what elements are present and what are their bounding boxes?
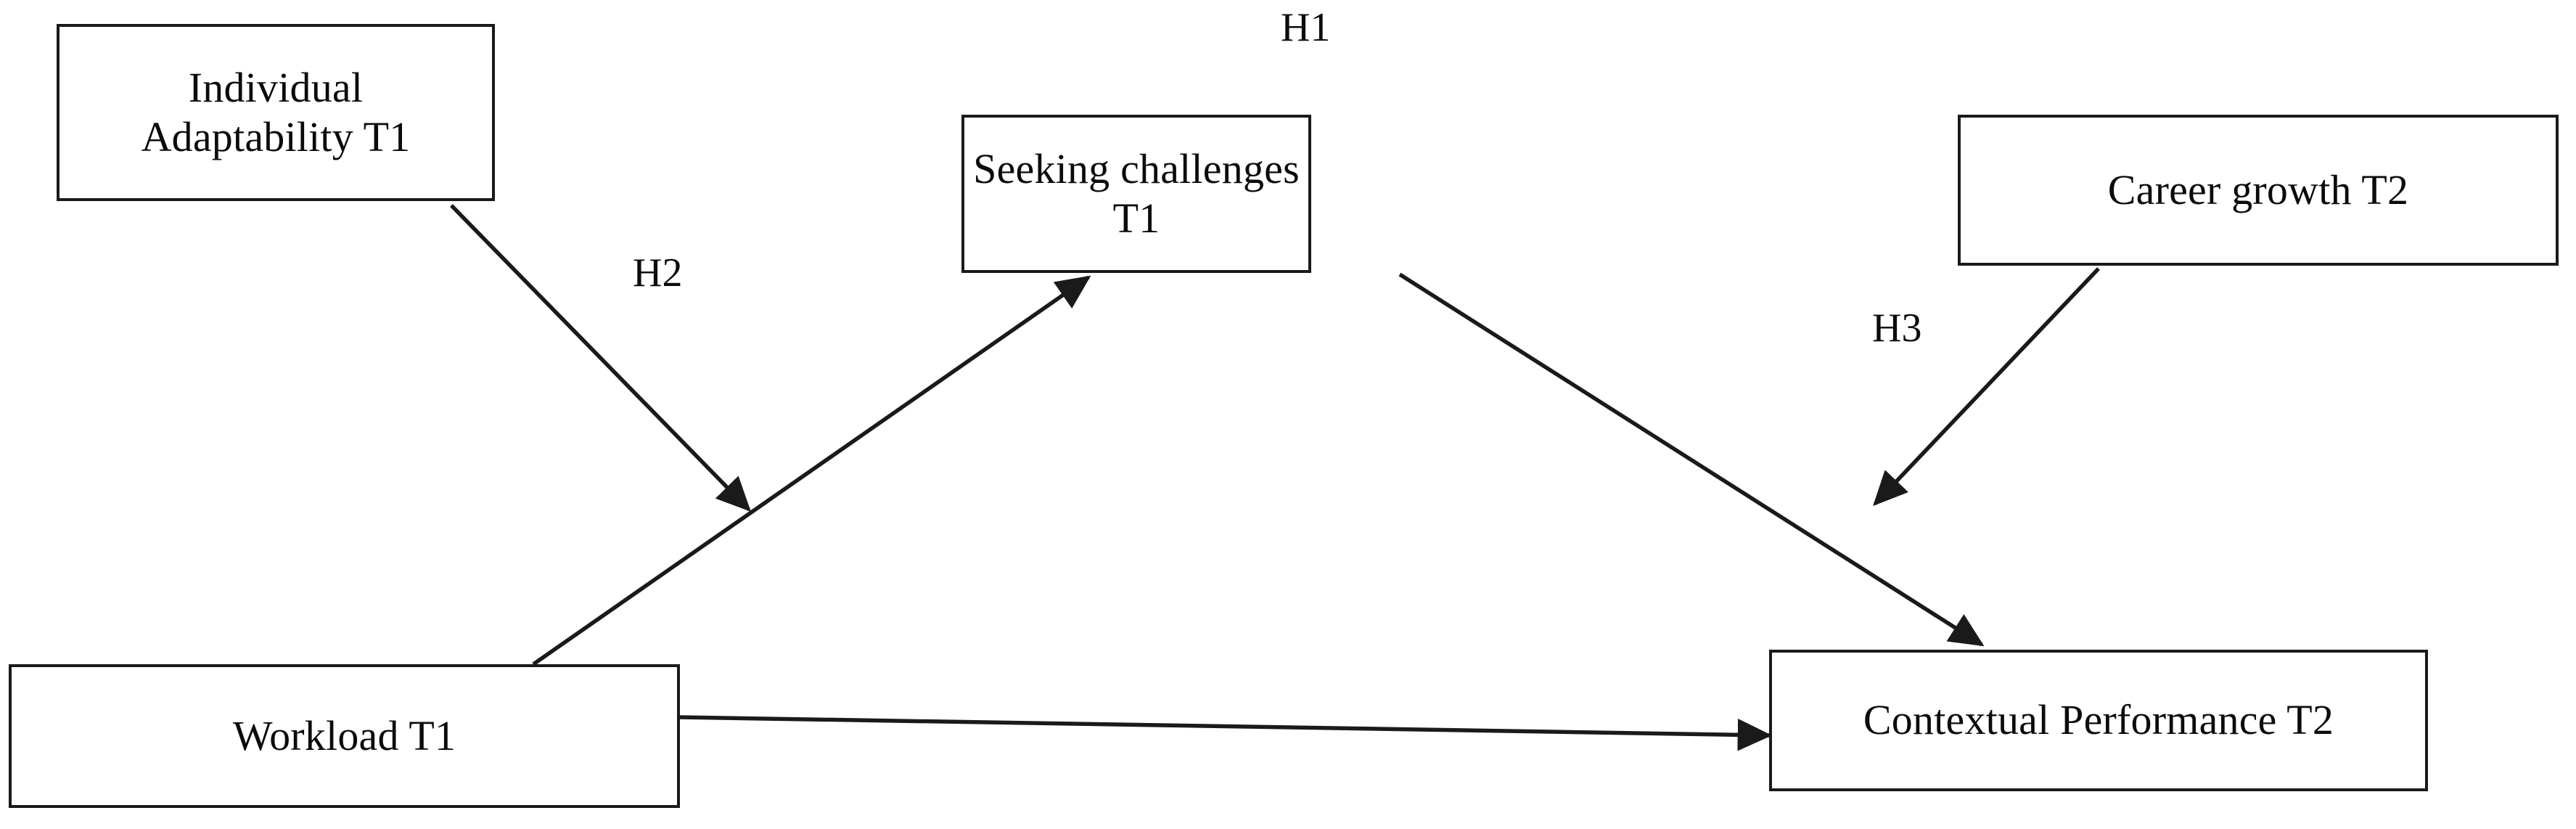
node-seeking-challenges-label: Seeking challenges T1	[973, 144, 1300, 242]
hypothesis-label-h1: H1	[1281, 5, 1331, 50]
node-career-growth-label: Career growth T2	[2107, 166, 2409, 213]
edge-seeking-challenges-to-contextual-performance	[1398, 272, 1985, 647]
hypothesis-label-h3: H3	[1872, 306, 1922, 351]
hypothesis-label-h2: H2	[633, 250, 683, 295]
node-workload[interactable]: Workload T1	[9, 664, 680, 808]
edge-workload-to-seeking-challenges	[532, 275, 1091, 666]
node-workload-label: Workload T1	[232, 711, 456, 759]
node-individual-adaptability-label: Individual Adaptability T1	[141, 63, 411, 160]
edge-individual-adaptability-moderation	[450, 204, 751, 512]
edge-workload-to-contextual-performance	[679, 715, 1773, 751]
node-career-growth[interactable]: Career growth T2	[1958, 115, 2559, 266]
edge-career-growth-moderation	[1873, 267, 2100, 506]
node-individual-adaptability[interactable]: Individual Adaptability T1	[57, 24, 495, 201]
node-seeking-challenges[interactable]: Seeking challenges T1	[961, 115, 1311, 273]
node-contextual-performance-label: Contextual Performance T2	[1863, 696, 2334, 744]
node-contextual-performance[interactable]: Contextual Performance T2	[1769, 650, 2428, 791]
